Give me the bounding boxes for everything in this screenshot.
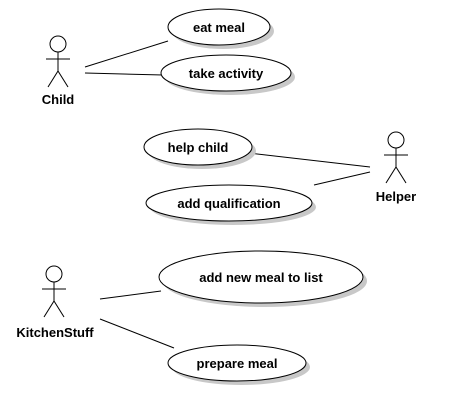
association-child-take-activity	[84, 72, 164, 76]
use-case-label: help child	[168, 140, 229, 155]
actor-label: KitchenStuff	[16, 325, 94, 340]
actor-kitchenstuff[interactable]: KitchenStuff	[16, 265, 94, 340]
use-case-ellipse	[145, 184, 313, 222]
use-case-ellipse	[158, 250, 364, 304]
use-case-ellipse	[143, 128, 253, 166]
use-case-eat-meal[interactable]: eat meal	[167, 8, 274, 49]
association-child-eat-meal	[84, 40, 169, 68]
actor-label: Child	[42, 92, 75, 107]
association-helper-help-child	[248, 152, 371, 168]
use-case-prepare-meal[interactable]: prepare meal	[167, 344, 310, 385]
use-case-label: add qualification	[177, 196, 280, 211]
use-case-ellipse	[167, 8, 271, 46]
use-case-ellipse	[160, 54, 292, 92]
stick-figure-icon	[384, 131, 408, 184]
actor-child[interactable]: Child	[42, 35, 75, 107]
associations	[84, 40, 371, 349]
use-case-label: take activity	[189, 66, 264, 81]
stick-figure-icon	[42, 265, 66, 318]
use-case-take-activity[interactable]: take activity	[160, 54, 295, 95]
use-case-add-new-meal-to-list[interactable]: add new meal to list	[158, 250, 367, 307]
use-case-label: add new meal to list	[199, 270, 323, 285]
use-case-ellipse	[167, 344, 307, 382]
use-case-help-child[interactable]: help child	[143, 128, 256, 169]
association-helper-add-qualification	[313, 171, 371, 186]
association-kitchenstuff-prepare-meal	[99, 318, 175, 349]
use-case-add-qualification[interactable]: add qualification	[145, 184, 316, 225]
actor-helper[interactable]: Helper	[376, 131, 416, 204]
use-case-label: prepare meal	[197, 356, 278, 371]
association-kitchenstuff-add-new-meal	[99, 290, 162, 300]
actor-label: Helper	[376, 189, 416, 204]
use-case-label: eat meal	[193, 20, 245, 35]
stick-figure-icon	[46, 35, 70, 88]
